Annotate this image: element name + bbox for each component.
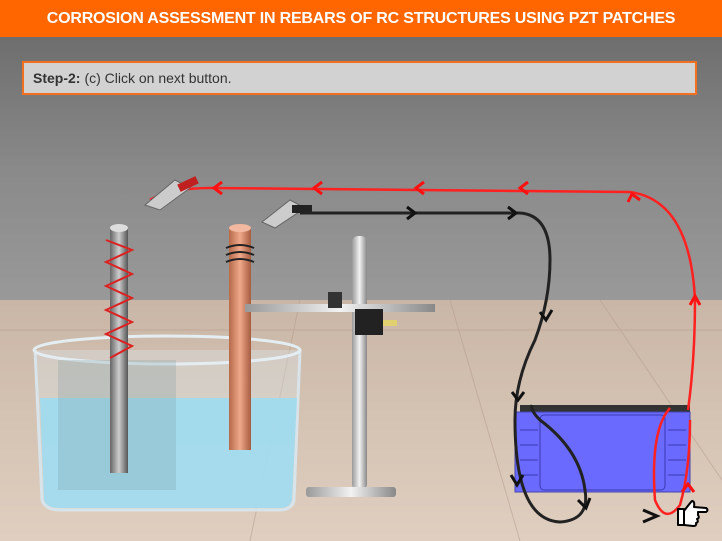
next-button[interactable] (676, 499, 710, 529)
red-wire-battery (652, 407, 692, 515)
header-title: CORROSION ASSESSMENT IN REBARS OF RC STR… (0, 0, 722, 37)
instruction-box: Step-2: (c) Click on next button. (22, 61, 697, 95)
beaker (32, 334, 302, 512)
current-arrows-black (406, 205, 661, 524)
alligator-clip-red (143, 176, 199, 211)
copper-rod (225, 224, 255, 450)
experiment-scene (0, 37, 722, 541)
rebar (103, 224, 135, 473)
pointing-hand-icon (677, 500, 709, 527)
retort-stand (245, 236, 435, 497)
step-label: Step-2: (33, 70, 81, 86)
current-arrows-red (211, 180, 702, 493)
black-wire (300, 211, 588, 524)
alligator-clip-black (261, 199, 312, 229)
instruction-text: (c) Click on next button. (84, 70, 232, 86)
